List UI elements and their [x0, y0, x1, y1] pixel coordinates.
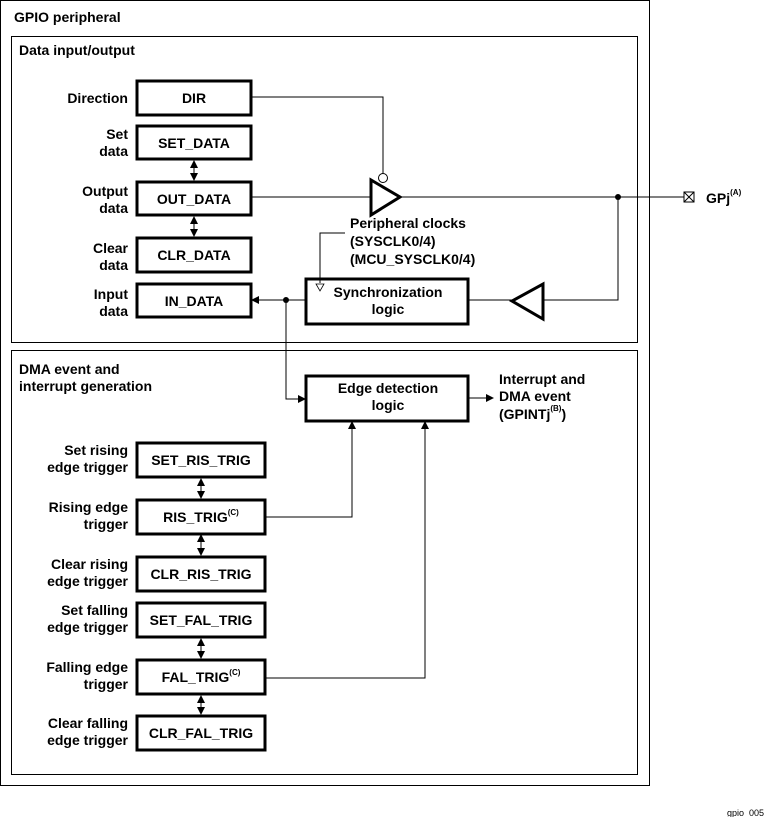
label-fal-trig-1: Falling edge — [46, 659, 128, 675]
svg-text:CLR_FAL_TRIG: CLR_FAL_TRIG — [149, 725, 253, 741]
enable-bubble-icon — [378, 173, 388, 183]
svg-text:logic: logic — [372, 397, 405, 413]
label-set-ris-trig-1: Set rising — [64, 442, 128, 458]
register-clr-fal-trig: CLR_FAL_TRIG — [135, 714, 267, 752]
clocks-label-3: (MCU_SYSCLK0/4) — [350, 251, 475, 267]
figure-id: gpio_005 — [727, 808, 764, 817]
label-clr-ris-trig-1: Clear rising — [51, 556, 128, 572]
clocks-label-1: Peripheral clocks — [350, 215, 466, 231]
edge-detection-logic-box: Edge detection logic — [304, 374, 470, 423]
dma-title-1: DMA event and — [19, 361, 120, 377]
svg-text:IN_DATA: IN_DATA — [165, 293, 224, 309]
register-clr-data: CLR_DATA — [135, 236, 253, 274]
input-buffer-icon — [508, 281, 545, 322]
clocks-label-2: (SYSCLK0/4) — [350, 233, 436, 249]
register-ris-trig: RIS_TRIG(C) — [135, 498, 267, 536]
svg-text:OUT_DATA: OUT_DATA — [157, 191, 231, 207]
data-io-section — [11, 36, 638, 343]
label-ris-trig-2: trigger — [84, 516, 129, 532]
register-dir: DIR — [135, 79, 253, 117]
register-fal-trig: FAL_TRIG(C) — [135, 658, 267, 696]
output-buffer-icon — [369, 177, 403, 218]
label-input-data-2: data — [99, 303, 128, 319]
pin-input-line — [543, 197, 619, 301]
data-io-title: Data input/output — [19, 42, 135, 58]
register-set-data: SET_DATA — [135, 124, 253, 161]
pin-pad-icon — [683, 191, 695, 203]
register-out-data: OUT_DATA — [135, 180, 253, 217]
svg-text:Edge detection: Edge detection — [338, 380, 438, 396]
register-set-ris-trig: SET_RIS_TRIG — [135, 441, 267, 479]
sync-to-edge-arrow — [285, 300, 306, 403]
diagram-title: GPIO peripheral — [14, 9, 121, 25]
label-clr-fal-trig-1: Clear falling — [48, 715, 128, 731]
label-set-fal-trig-1: Set falling — [61, 602, 128, 618]
label-ris-trig-1: Rising edge — [49, 499, 129, 515]
svg-text:DIR: DIR — [182, 90, 206, 106]
label-fal-trig-2: trigger — [84, 676, 129, 692]
output-label-3: (GPINTj(B)) — [499, 404, 566, 422]
svg-text:SET_DATA: SET_DATA — [158, 135, 230, 151]
label-set-data-2: data — [99, 143, 128, 159]
svg-text:CLR_RIS_TRIG: CLR_RIS_TRIG — [150, 566, 251, 582]
label-set-fal-trig-2: edge trigger — [47, 619, 128, 635]
svg-text:SET_RIS_TRIG: SET_RIS_TRIG — [151, 452, 251, 468]
label-clear-data-1: Clear — [93, 240, 129, 256]
label-set-ris-trig-2: edge trigger — [47, 459, 128, 475]
clock-line — [319, 232, 345, 283]
svg-text:FAL_TRIG(C): FAL_TRIG(C) — [162, 668, 241, 685]
svg-text:logic: logic — [372, 301, 405, 317]
output-label-2: DMA event — [499, 388, 571, 404]
label-input-data-1: Input — [94, 286, 129, 302]
label-output-data-1: Output — [82, 183, 128, 199]
svg-text:RIS_TRIG(C): RIS_TRIG(C) — [163, 508, 239, 525]
rising-trig-to-edge-arrow — [265, 421, 356, 518]
register-clr-ris-trig: CLR_RIS_TRIG — [135, 555, 267, 593]
clock-input-icon — [315, 283, 325, 292]
svg-text:CLR_DATA: CLR_DATA — [157, 247, 230, 263]
label-clr-fal-trig-2: edge trigger — [47, 732, 128, 748]
svg-text:Synchronization: Synchronization — [334, 284, 443, 300]
synchronization-logic-box: Synchronization logic — [304, 277, 470, 326]
svg-text:SET_FAL_TRIG: SET_FAL_TRIG — [150, 612, 253, 628]
label-direction: Direction — [67, 90, 128, 106]
falling-trig-to-edge-arrow — [265, 421, 429, 679]
label-clear-data-2: data — [99, 257, 128, 273]
register-in-data: IN_DATA — [135, 282, 253, 319]
dma-title-2: interrupt generation — [19, 378, 152, 394]
dir-line — [251, 96, 384, 173]
dma-section — [11, 350, 638, 775]
output-label-1: Interrupt and — [499, 371, 585, 387]
label-set-data-1: Set — [106, 126, 128, 142]
register-set-fal-trig: SET_FAL_TRIG — [135, 601, 267, 639]
gpio-peripheral-box — [0, 0, 650, 786]
label-clr-ris-trig-2: edge trigger — [47, 573, 128, 589]
pin-label: GPj(A) — [706, 188, 742, 206]
label-output-data-2: data — [99, 200, 128, 216]
